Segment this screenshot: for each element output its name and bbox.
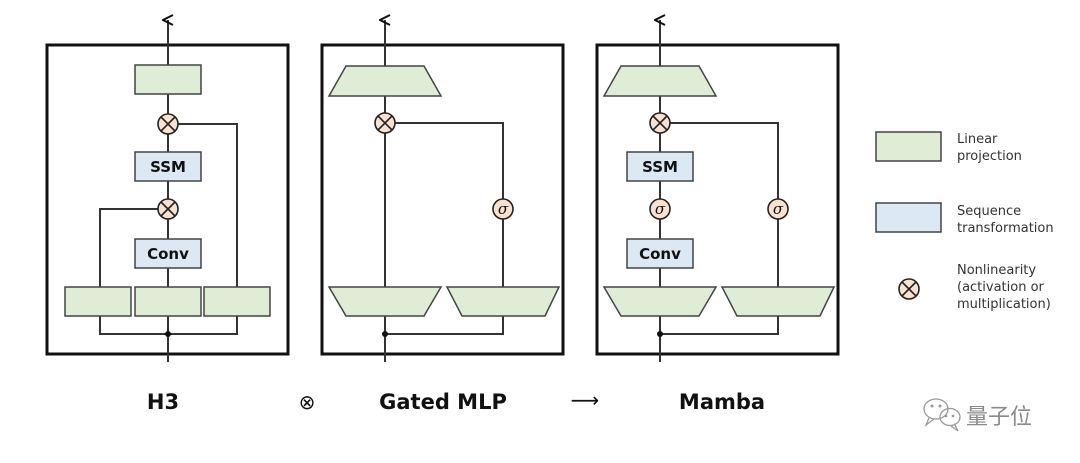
sigma-activation-icon: σ <box>492 198 514 220</box>
ssm-label: SSM <box>150 158 186 176</box>
input-linear-projection <box>720 286 836 317</box>
ssm-block <box>134 151 202 182</box>
input-linear-projection <box>327 286 443 317</box>
legend-label: (activation or <box>957 280 1045 295</box>
panel-title-mamba: Mamba <box>679 390 765 414</box>
junction-dot <box>382 331 388 337</box>
ssm-block <box>626 151 694 182</box>
watermark: 量子位 <box>923 398 1032 432</box>
panel-frame <box>320 43 565 356</box>
legend: Linear projection Sequence transformatio… <box>875 131 1054 312</box>
conv-block <box>626 238 694 269</box>
sigma-activation-icon: σ <box>767 198 789 220</box>
watermark-text: 量子位 <box>966 405 1032 430</box>
input-linear-projection <box>602 286 718 317</box>
multiply-icon <box>374 112 396 134</box>
legend-label: projection <box>957 149 1022 164</box>
legend-item-sequence: Sequence transformation <box>875 202 1054 236</box>
multiply-icon <box>898 278 920 300</box>
legend-label: Linear <box>957 132 998 147</box>
output-linear-projection <box>602 65 718 97</box>
sigma-label: σ <box>773 200 784 218</box>
left-branch-wire <box>99 208 158 287</box>
sigma-label: σ <box>498 200 509 218</box>
panel-h3: SSM Conv <box>45 20 290 362</box>
legend-item-nonlinearity: Nonlinearity (activation or multiplicati… <box>898 263 1051 312</box>
input-linear-projection <box>134 286 202 317</box>
panel-gated-mlp: σ <box>320 20 565 362</box>
input-linear-projection <box>203 286 271 317</box>
junction-dot <box>657 331 663 337</box>
legend-label: Nonlinearity <box>957 263 1036 278</box>
gate-branch-wire <box>395 122 504 199</box>
ssm-label: SSM <box>642 158 678 176</box>
legend-label: transformation <box>957 221 1054 236</box>
conv-label: Conv <box>639 245 681 263</box>
multiply-icon <box>157 113 179 135</box>
multiply-icon <box>649 112 671 134</box>
panel-mamba: SSM Conv σ σ <box>595 20 840 362</box>
conv-label: Conv <box>147 245 189 263</box>
arrow-operator-icon: ⟶ <box>571 388 600 412</box>
legend-label: multiplication) <box>957 297 1051 312</box>
panel-title-gated-mlp: Gated MLP <box>379 390 507 414</box>
sigma-activation-icon: σ <box>649 198 671 220</box>
panel-frame <box>595 43 840 356</box>
legend-item-linear: Linear projection <box>875 131 1022 164</box>
sigma-label: σ <box>655 200 666 218</box>
panel-title-h3: H3 <box>147 390 179 414</box>
combine-operator-icon: ⊗ <box>299 390 316 414</box>
input-linear-projection <box>445 286 561 317</box>
conv-block <box>134 238 202 269</box>
output-linear-projection <box>327 65 443 97</box>
input-split-wire <box>385 316 504 335</box>
legend-label: Sequence <box>957 204 1021 219</box>
legend-swatch-sequence <box>875 202 942 233</box>
gate-branch-wire <box>670 122 779 199</box>
legend-swatch-linear <box>875 131 942 162</box>
input-split-wire <box>660 316 779 335</box>
input-linear-projection <box>64 286 132 317</box>
wechat-icon <box>923 398 961 432</box>
output-linear-projection <box>134 64 202 95</box>
junction-dot <box>165 331 171 337</box>
multiply-icon <box>157 198 179 220</box>
right-branch-wire <box>178 123 238 287</box>
